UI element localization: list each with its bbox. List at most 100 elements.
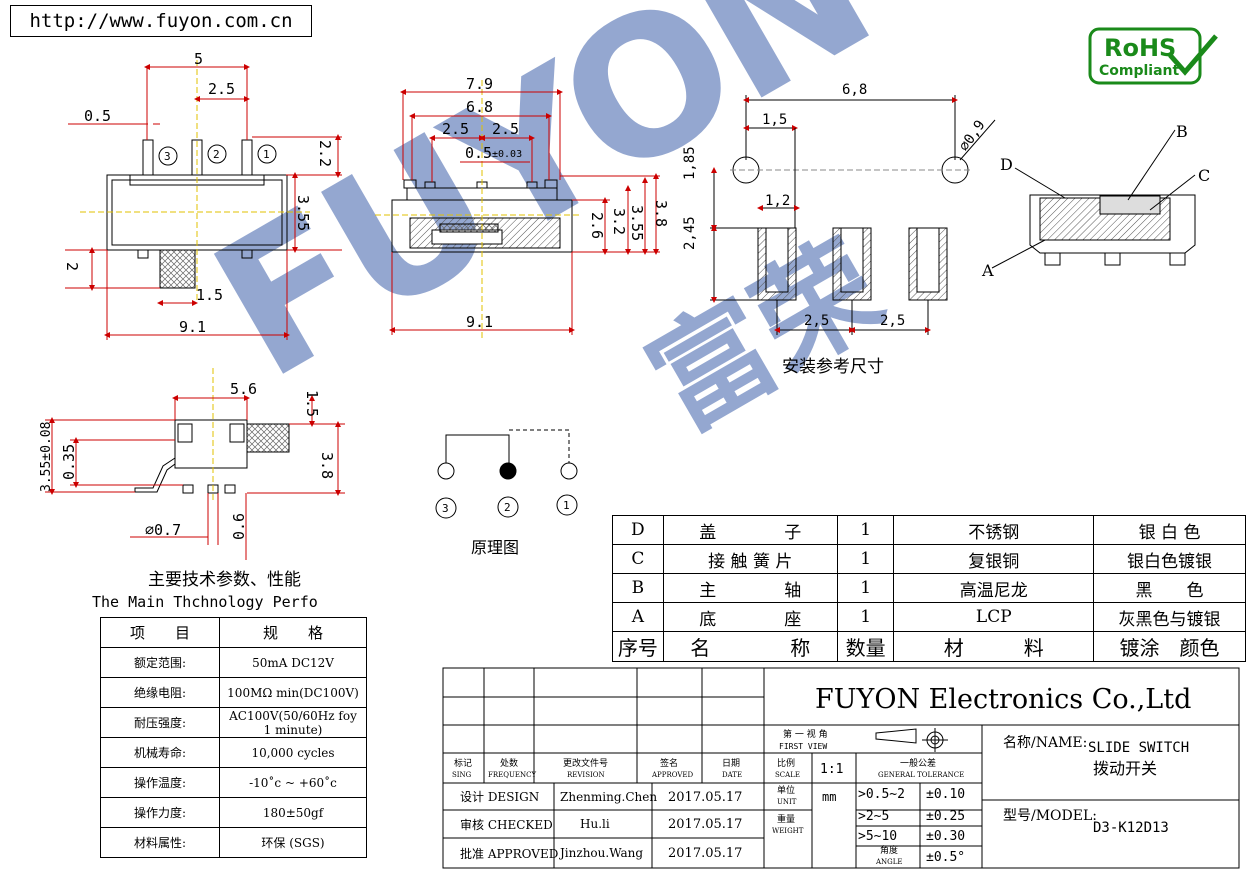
dim-mount-2_5a: 2,5 xyxy=(804,313,829,329)
unit-label-cn: 单位 xyxy=(777,784,795,796)
rev-revision-cn: 更改文件号 xyxy=(563,757,608,769)
dim-mount-0_9: ⌀0,9 xyxy=(956,117,988,154)
part-id: A xyxy=(612,602,664,632)
unit-value: mm xyxy=(822,790,836,804)
tol-value-3: ±0.30 xyxy=(926,829,965,844)
spec-row-label: 操作力度: xyxy=(100,797,220,828)
website-url[interactable]: http://www.fuyon.com.cn xyxy=(10,5,312,37)
dim-section-2_6: 2.6 xyxy=(588,212,606,239)
rev-freq-cn: 处数 xyxy=(500,757,518,769)
dim-mount-6_8: 6,8 xyxy=(842,82,867,98)
part-material: 高温尼龙 xyxy=(893,573,1095,603)
first-view-en: FIRST VIEW xyxy=(779,742,827,751)
letter-c: C xyxy=(1198,166,1210,185)
parts-header-name: 名 称 xyxy=(662,631,838,662)
letter-d: D xyxy=(1000,155,1013,174)
dim-section-9_1: 9.1 xyxy=(466,313,493,331)
spec-row-value: 100MΩ min(DC100V) xyxy=(219,677,367,708)
section-view xyxy=(375,80,580,340)
dim-side-3_8: 3.8 xyxy=(318,452,336,479)
dim-mount-2_45: 2,45 xyxy=(682,216,698,250)
pin-label-front-3: 3 xyxy=(164,150,171,163)
dim-front-2_2: 2.2 xyxy=(316,140,334,167)
section-dims xyxy=(389,89,660,335)
part-qty: 1 xyxy=(836,573,895,603)
side-dims xyxy=(45,395,345,560)
rev-freq-en: FREQUENCY xyxy=(488,771,536,779)
rev-approved-en: APPROVED xyxy=(651,771,694,779)
weight-label-en: WEIGHT xyxy=(772,827,804,835)
scale-label-en: SCALE xyxy=(775,771,800,779)
dim-front-2: 2 xyxy=(63,262,81,271)
spec-row-label: 耐压强度: xyxy=(100,707,220,738)
dim-mount-2_5b: 2,5 xyxy=(880,313,905,329)
parts-header-material: 材 料 xyxy=(893,631,1095,662)
parts-header-id: 序号 xyxy=(612,631,664,662)
spec-row-label: 额定范围: xyxy=(100,647,220,678)
dim-front-3_55: 3.55 xyxy=(294,195,312,231)
spec-header-value: 规 格 xyxy=(219,617,367,648)
design-date: 2017.05.17 xyxy=(668,790,742,805)
spec-row-value: AC100V(50/60Hz foy 1 minute) xyxy=(219,707,367,738)
title-block xyxy=(442,667,1240,869)
dim-side-5_6: 5.6 xyxy=(230,380,257,398)
approved-date: 2017.05.17 xyxy=(668,846,742,861)
scale-value: 1:1 xyxy=(820,762,843,777)
dim-front-5: 5 xyxy=(194,50,203,68)
weight-label-cn: 重量 xyxy=(777,813,795,825)
part-id: C xyxy=(612,544,664,574)
product-name-en: SLIDE SWITCH xyxy=(1088,740,1189,756)
dim-side-3_55: 3.55±0.08 xyxy=(39,422,54,492)
name-label: 名称/NAME: xyxy=(1003,735,1087,751)
dim-section-tolerance: ±0.03 xyxy=(492,149,522,160)
part-name: 接 触 簧 片 xyxy=(662,544,838,574)
pin-label-front-1: 1 xyxy=(263,148,270,161)
rev-sign-en: SING xyxy=(452,771,472,779)
spec-row-label: 绝缘电阻: xyxy=(100,677,220,708)
part-id: D xyxy=(612,515,664,545)
dim-mount-1_2: 1,2 xyxy=(765,193,790,209)
dim-side-0_6: 0.6 xyxy=(230,513,248,540)
part-name: 主 轴 xyxy=(662,573,838,603)
part-id: B xyxy=(612,573,664,603)
dim-section-2_5a: 2.5 xyxy=(442,120,469,138)
tol-value-1: ±0.10 xyxy=(926,787,965,802)
dim-side-0_35: 0.35 xyxy=(60,444,78,480)
schematic-caption: 原理图 xyxy=(471,538,519,557)
angle-label-en: ANGLE xyxy=(875,858,903,866)
model-number: D3-K12D13 xyxy=(1093,820,1169,836)
tolerance-label-cn: 一般公差 xyxy=(900,757,936,769)
letter-b: B xyxy=(1176,122,1188,141)
spec-row-value: -10˚c ~ +60˚c xyxy=(219,767,367,798)
rev-sign-cn: 标记 xyxy=(454,757,472,769)
spec-row-label: 材料属性: xyxy=(100,827,220,858)
dim-front-1_5: 1.5 xyxy=(196,286,223,304)
parts-header-finish: 镀涂 颜色 xyxy=(1093,631,1246,662)
part-finish: 灰黑色与镀银 xyxy=(1093,602,1246,632)
dim-mount-1_85: 1,85 xyxy=(682,146,698,180)
dim-front-2_5: 2.5 xyxy=(208,80,235,98)
schematic-pin-2: 2 xyxy=(504,501,511,514)
tol-value-2: ±0.25 xyxy=(926,809,965,824)
dim-front-0_5: 0.5 xyxy=(84,107,111,125)
part-finish: 银白色镀银 xyxy=(1093,544,1246,574)
spec-table: 项 目 规 格 额定范围:50mA DC12V 绝缘电阻:100MΩ min(D… xyxy=(100,617,367,858)
spec-row-label: 机械寿命: xyxy=(100,737,220,768)
spec-row-value: 10,000 cycles xyxy=(219,737,367,768)
schematic-pin-3: 3 xyxy=(442,502,449,515)
tol-range-1: >0.5~2 xyxy=(858,787,905,802)
exploded-view xyxy=(991,129,1196,269)
parts-table: D 盖 子 1 不锈钢 银 白 色 C 接 触 簧 片 1 复银铜 银白色镀银 … xyxy=(612,515,1246,662)
first-view-label: 第 一 视 角 xyxy=(783,728,828,740)
dim-section-3_55: 3.55 xyxy=(628,205,646,241)
checked-date: 2017.05.17 xyxy=(668,817,742,832)
spec-row-value: 180±50gf xyxy=(219,797,367,828)
checked-name: Hu.li xyxy=(580,817,610,831)
mounting-view xyxy=(730,156,972,301)
tolerance-label-en: GENERAL TOLERANCE xyxy=(878,771,964,779)
rohs-title: RoHS xyxy=(1104,34,1176,62)
part-qty: 1 xyxy=(836,602,895,632)
dim-side-1_5: 1.5 xyxy=(303,390,321,417)
part-finish: 黑 色 xyxy=(1093,573,1246,603)
